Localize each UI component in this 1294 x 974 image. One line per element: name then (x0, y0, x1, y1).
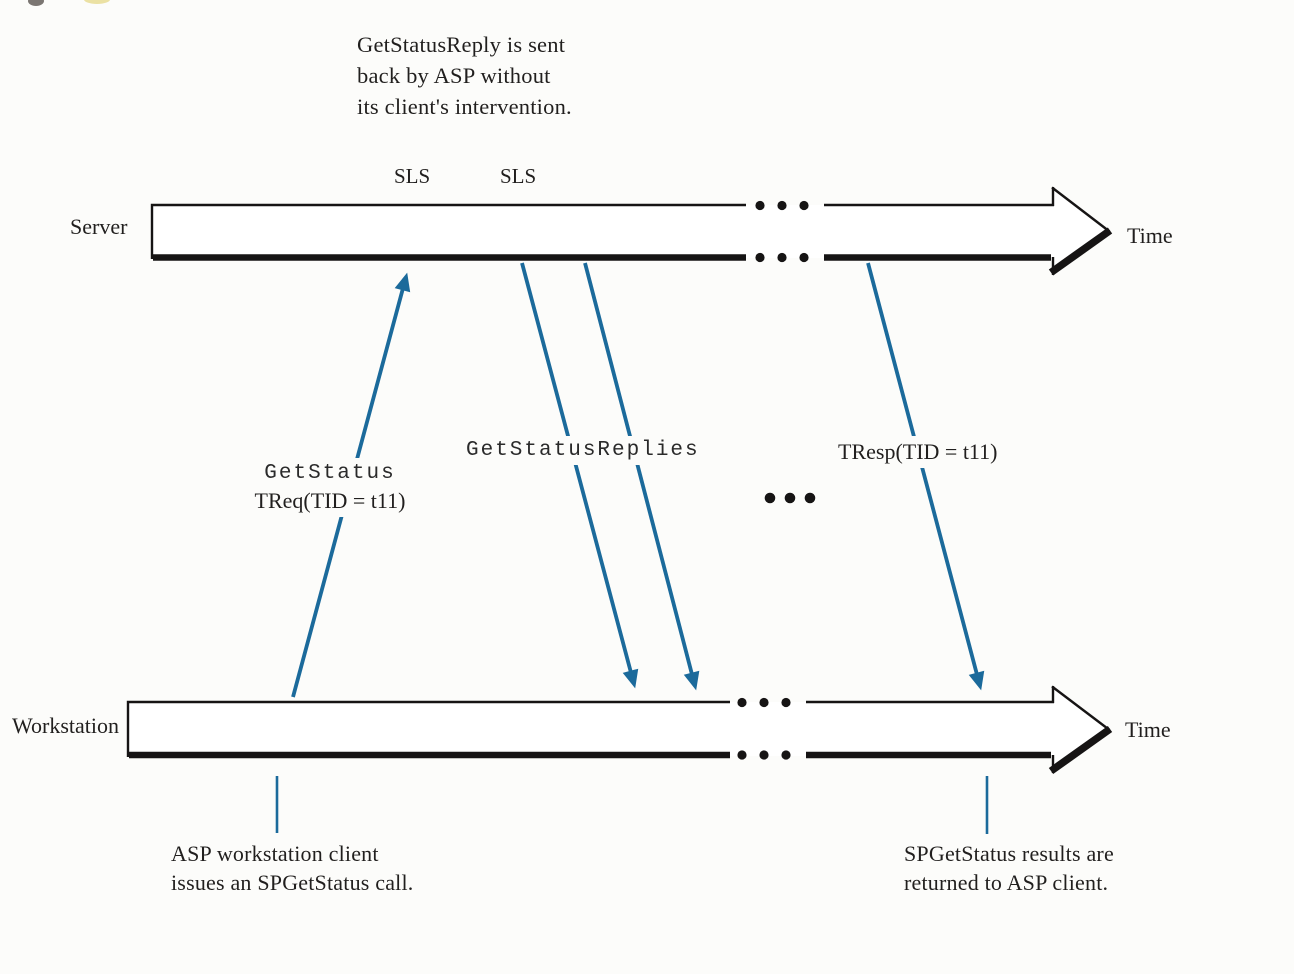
workstation-ellipsis-dots (737, 697, 791, 760)
workstation-time-axis-label: Time (1125, 717, 1171, 742)
workstation-result-note: SPGetStatus results are returned to ASP … (904, 839, 1114, 897)
server-timeline-body (152, 188, 1109, 274)
getstatus-replies-label: GetStatusReplies (458, 436, 708, 465)
workstation-call-line-2: issues an SPGetStatus call. (171, 870, 414, 895)
server-timeline (150, 186, 1113, 276)
workstation-timeline (126, 685, 1113, 775)
getstatus-reply-arrow-2 (583, 262, 700, 691)
workstation-timeline-body (128, 687, 1109, 772)
server-timeline-outline-thin (150, 186, 1111, 275)
workstation-lane-label: Workstation (12, 713, 119, 738)
workstation-result-line-2: returned to ASP client. (904, 870, 1109, 895)
reply-note-line-3: its client's intervention. (357, 94, 572, 119)
scan-artifact (84, 0, 110, 4)
scan-artifact (28, 0, 44, 6)
tresp-label: TResp(TID = t11) (830, 436, 1006, 468)
server-lane-label: Server (70, 214, 128, 239)
reply-note-line-1: GetStatusReply is sent (357, 32, 566, 57)
reply-note-line-2: back by ASP without (357, 63, 551, 88)
getstatus-request-label: GetStatus TReq(TID = t11) (230, 458, 430, 517)
server-ellipsis-dots (755, 200, 809, 263)
sls-marker-2: SLS (500, 164, 537, 188)
workstation-arrowhead-shadow-edge (1048, 725, 1113, 775)
sls-marker-1: SLS (394, 164, 431, 188)
middle-ellipsis-dots (764, 492, 816, 504)
tresp-arrow (866, 262, 985, 691)
workstation-call-line-1: ASP workstation client (171, 841, 379, 866)
getstatus-reply-arrow-1 (520, 262, 639, 689)
workstation-result-line-1: SPGetStatus results are (904, 841, 1114, 866)
getstatus-request-name: GetStatus (264, 462, 396, 485)
reply-note: GetStatusReply is sent back by ASP witho… (357, 29, 572, 122)
workstation-timeline-outline-thin (126, 685, 1111, 773)
workstation-call-note: ASP workstation client issues an SPGetSt… (171, 839, 414, 897)
getstatus-request-transaction: TReq(TID = t11) (254, 488, 406, 513)
server-arrowhead-shadow-edge (1048, 227, 1113, 276)
server-time-axis-label: Time (1127, 223, 1173, 248)
